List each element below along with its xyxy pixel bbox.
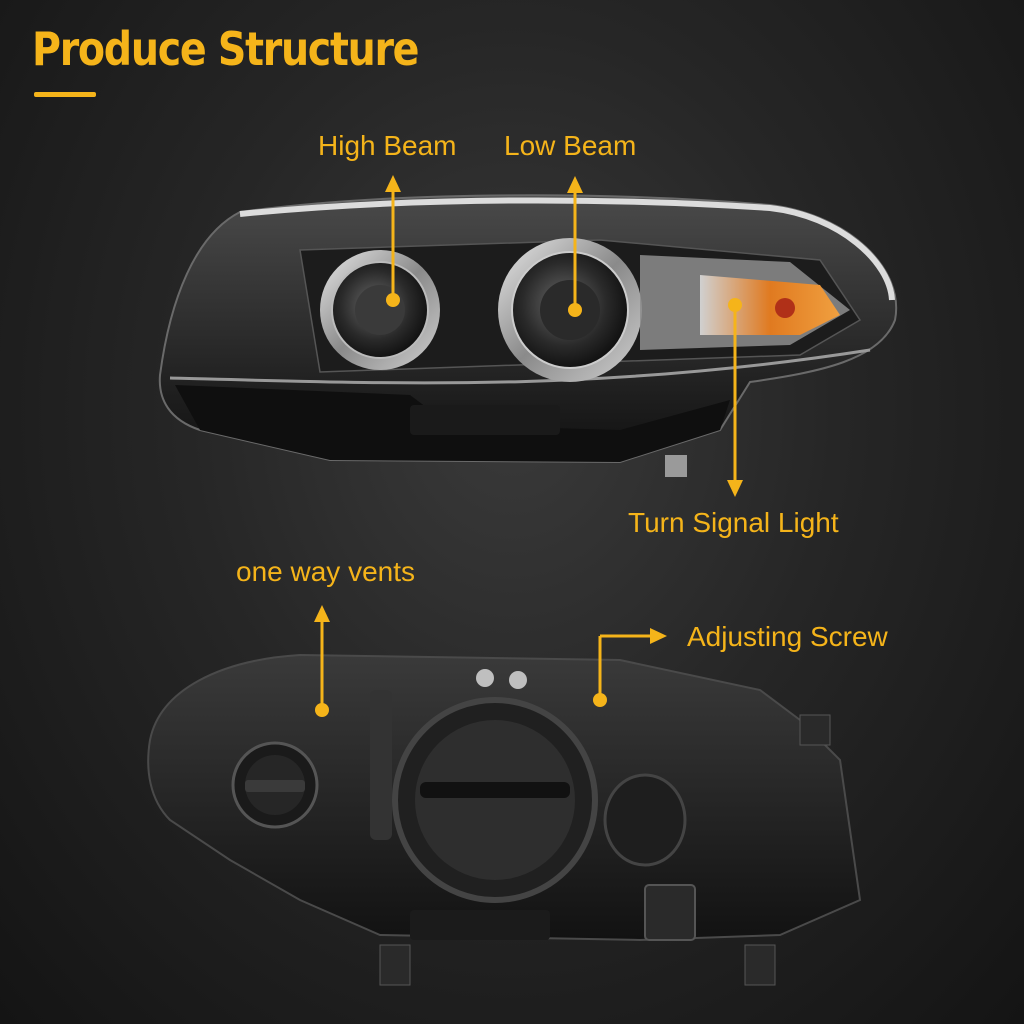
label-one-way-vents: one way vents bbox=[236, 556, 415, 587]
page-title: Produce Structure bbox=[32, 22, 420, 76]
headlight-rear-view bbox=[147, 653, 862, 986]
arrow-turn-signal bbox=[727, 298, 743, 497]
label-turn-signal: Turn Signal Light bbox=[628, 507, 839, 538]
label-low-beam: Low Beam bbox=[504, 130, 637, 161]
title-underline bbox=[34, 92, 96, 97]
headlight-front-view bbox=[158, 194, 898, 477]
label-adjusting-screw: Adjusting Screw bbox=[687, 621, 888, 652]
label-high-beam: High Beam bbox=[318, 130, 457, 161]
arrow-low-beam bbox=[567, 176, 583, 317]
arrow-adjusting-screw bbox=[593, 628, 667, 707]
arrow-high-beam bbox=[385, 175, 401, 307]
arrow-one-way-vents bbox=[314, 605, 330, 717]
